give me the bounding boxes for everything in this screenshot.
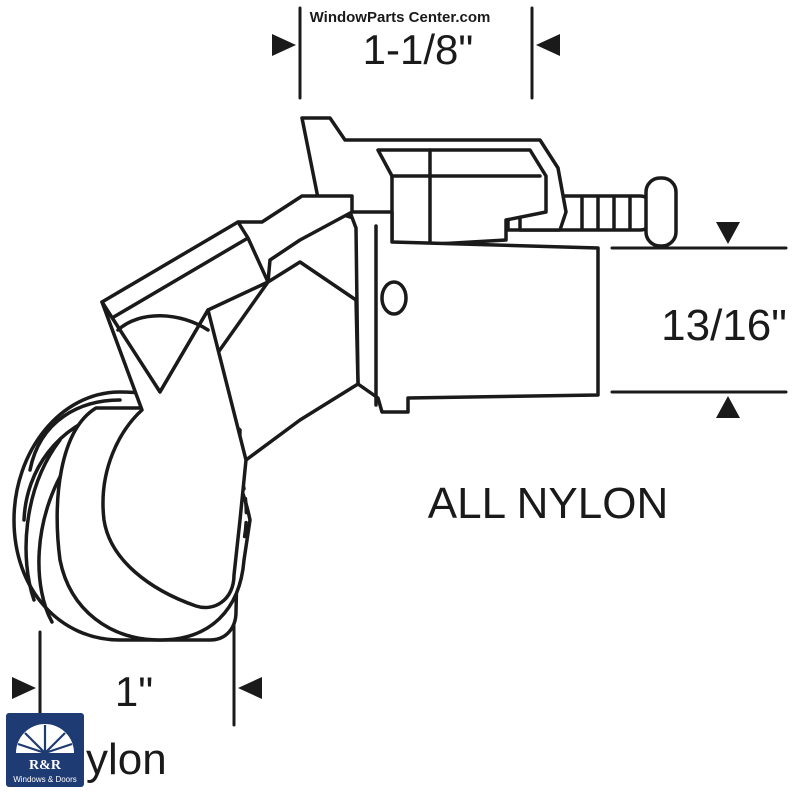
- side-dimension: 13/16": [610, 222, 788, 418]
- housing-edges: [390, 148, 542, 247]
- screw-head: [644, 176, 678, 248]
- wheel-arrow-right: [238, 677, 262, 699]
- mounting-hole: [380, 280, 408, 316]
- cradle-inner-edge: [116, 314, 210, 332]
- site-watermark: WindowParts Center.com: [310, 9, 491, 26]
- wheel-cradle: [100, 300, 248, 610]
- top-arrow-left: [272, 34, 296, 56]
- top-arrow-right: [536, 34, 560, 56]
- wheel-groove-3: [24, 438, 62, 602]
- top-dimension: 1-1/8": [272, 6, 560, 100]
- material-label: ALL NYLON: [428, 479, 668, 528]
- wheel-dimension-label: 1": [115, 668, 153, 715]
- wheel-arrow-left: [12, 677, 36, 699]
- side-arrow-top: [716, 222, 740, 244]
- side-dimension-label: 13/16": [661, 301, 787, 350]
- side-arrow-bottom: [716, 396, 740, 418]
- roller-part: [12, 116, 678, 642]
- wheel-groove-4: [37, 458, 72, 624]
- brand-logo: R&R Windows & Doors: [6, 713, 84, 787]
- top-dimension-label: 1-1/8": [363, 26, 474, 73]
- frame-arm-edges: [110, 220, 270, 320]
- wheel-groove-1: [28, 398, 122, 472]
- window-muntins-icon: [17, 725, 73, 755]
- wheel-material-label: ylon: [86, 735, 167, 784]
- logo-tagline: Windows & Doors: [13, 775, 77, 784]
- logo-monogram: R&R: [29, 758, 62, 773]
